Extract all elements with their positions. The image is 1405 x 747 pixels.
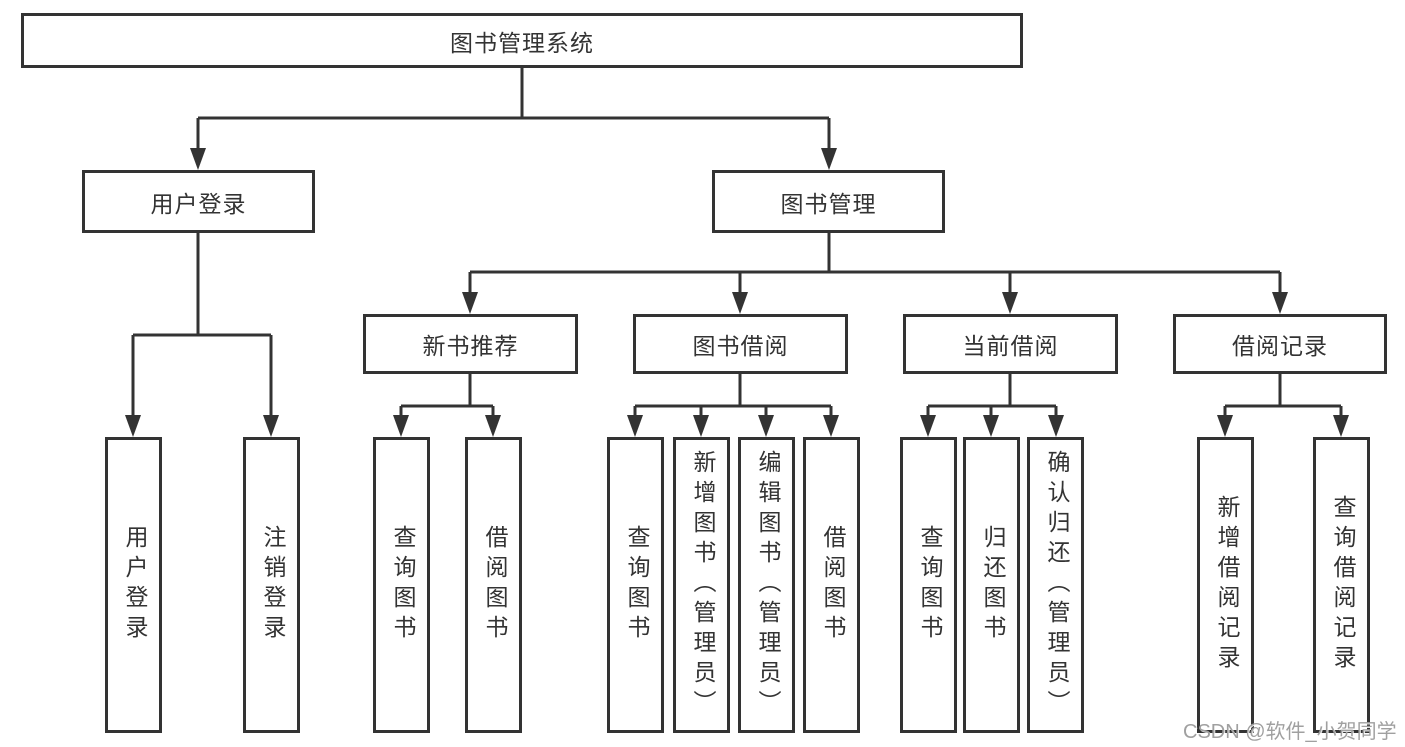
- node-book-management: 图书管理: [712, 170, 945, 233]
- leaf-confirm-return-admin: 确认归还（管理员）: [1027, 437, 1084, 733]
- node-new-book-recommend: 新书推荐: [363, 314, 578, 374]
- leaf-return-books: 归还图书: [963, 437, 1020, 733]
- node-user-login: 用户登录: [82, 170, 315, 233]
- leaf-borrow-books-recommend: 借阅图书: [465, 437, 522, 733]
- leaf-query-borrow-record: 查询借阅记录: [1313, 437, 1370, 733]
- connector-new-book-recommend-to-leaves: [393, 374, 501, 437]
- leaf-query-books-recommend: 查询图书: [373, 437, 430, 733]
- leaf-query-books-current: 查询图书: [900, 437, 957, 733]
- node-library-management-system: 图书管理系统: [21, 13, 1023, 68]
- connector-root-to-level2: [190, 68, 837, 170]
- node-current-borrow: 当前借阅: [903, 314, 1118, 374]
- connector-book-borrow-to-leaves: [627, 374, 839, 437]
- node-book-borrow: 图书借阅: [633, 314, 848, 374]
- leaf-user-login: 用户登录: [105, 437, 162, 733]
- leaf-edit-books-admin: 编辑图书（管理员）: [738, 437, 795, 733]
- connector-book-management-to-level3: [462, 233, 1288, 314]
- csdn-watermark: CSDN @软件_小贺同学: [1183, 721, 1397, 743]
- leaf-query-books-borrow: 查询图书: [607, 437, 664, 733]
- leaf-add-borrow-record: 新增借阅记录: [1197, 437, 1254, 733]
- node-borrow-records: 借阅记录: [1173, 314, 1387, 374]
- leaf-logout: 注销登录: [243, 437, 300, 733]
- connector-current-borrow-to-leaves: [920, 374, 1064, 437]
- connector-borrow-records-to-leaves: [1217, 374, 1349, 437]
- leaf-borrow-books: 借阅图书: [803, 437, 860, 733]
- connector-user-login-to-leaves: [125, 233, 279, 437]
- leaf-add-books-admin: 新增图书（管理员）: [673, 437, 730, 733]
